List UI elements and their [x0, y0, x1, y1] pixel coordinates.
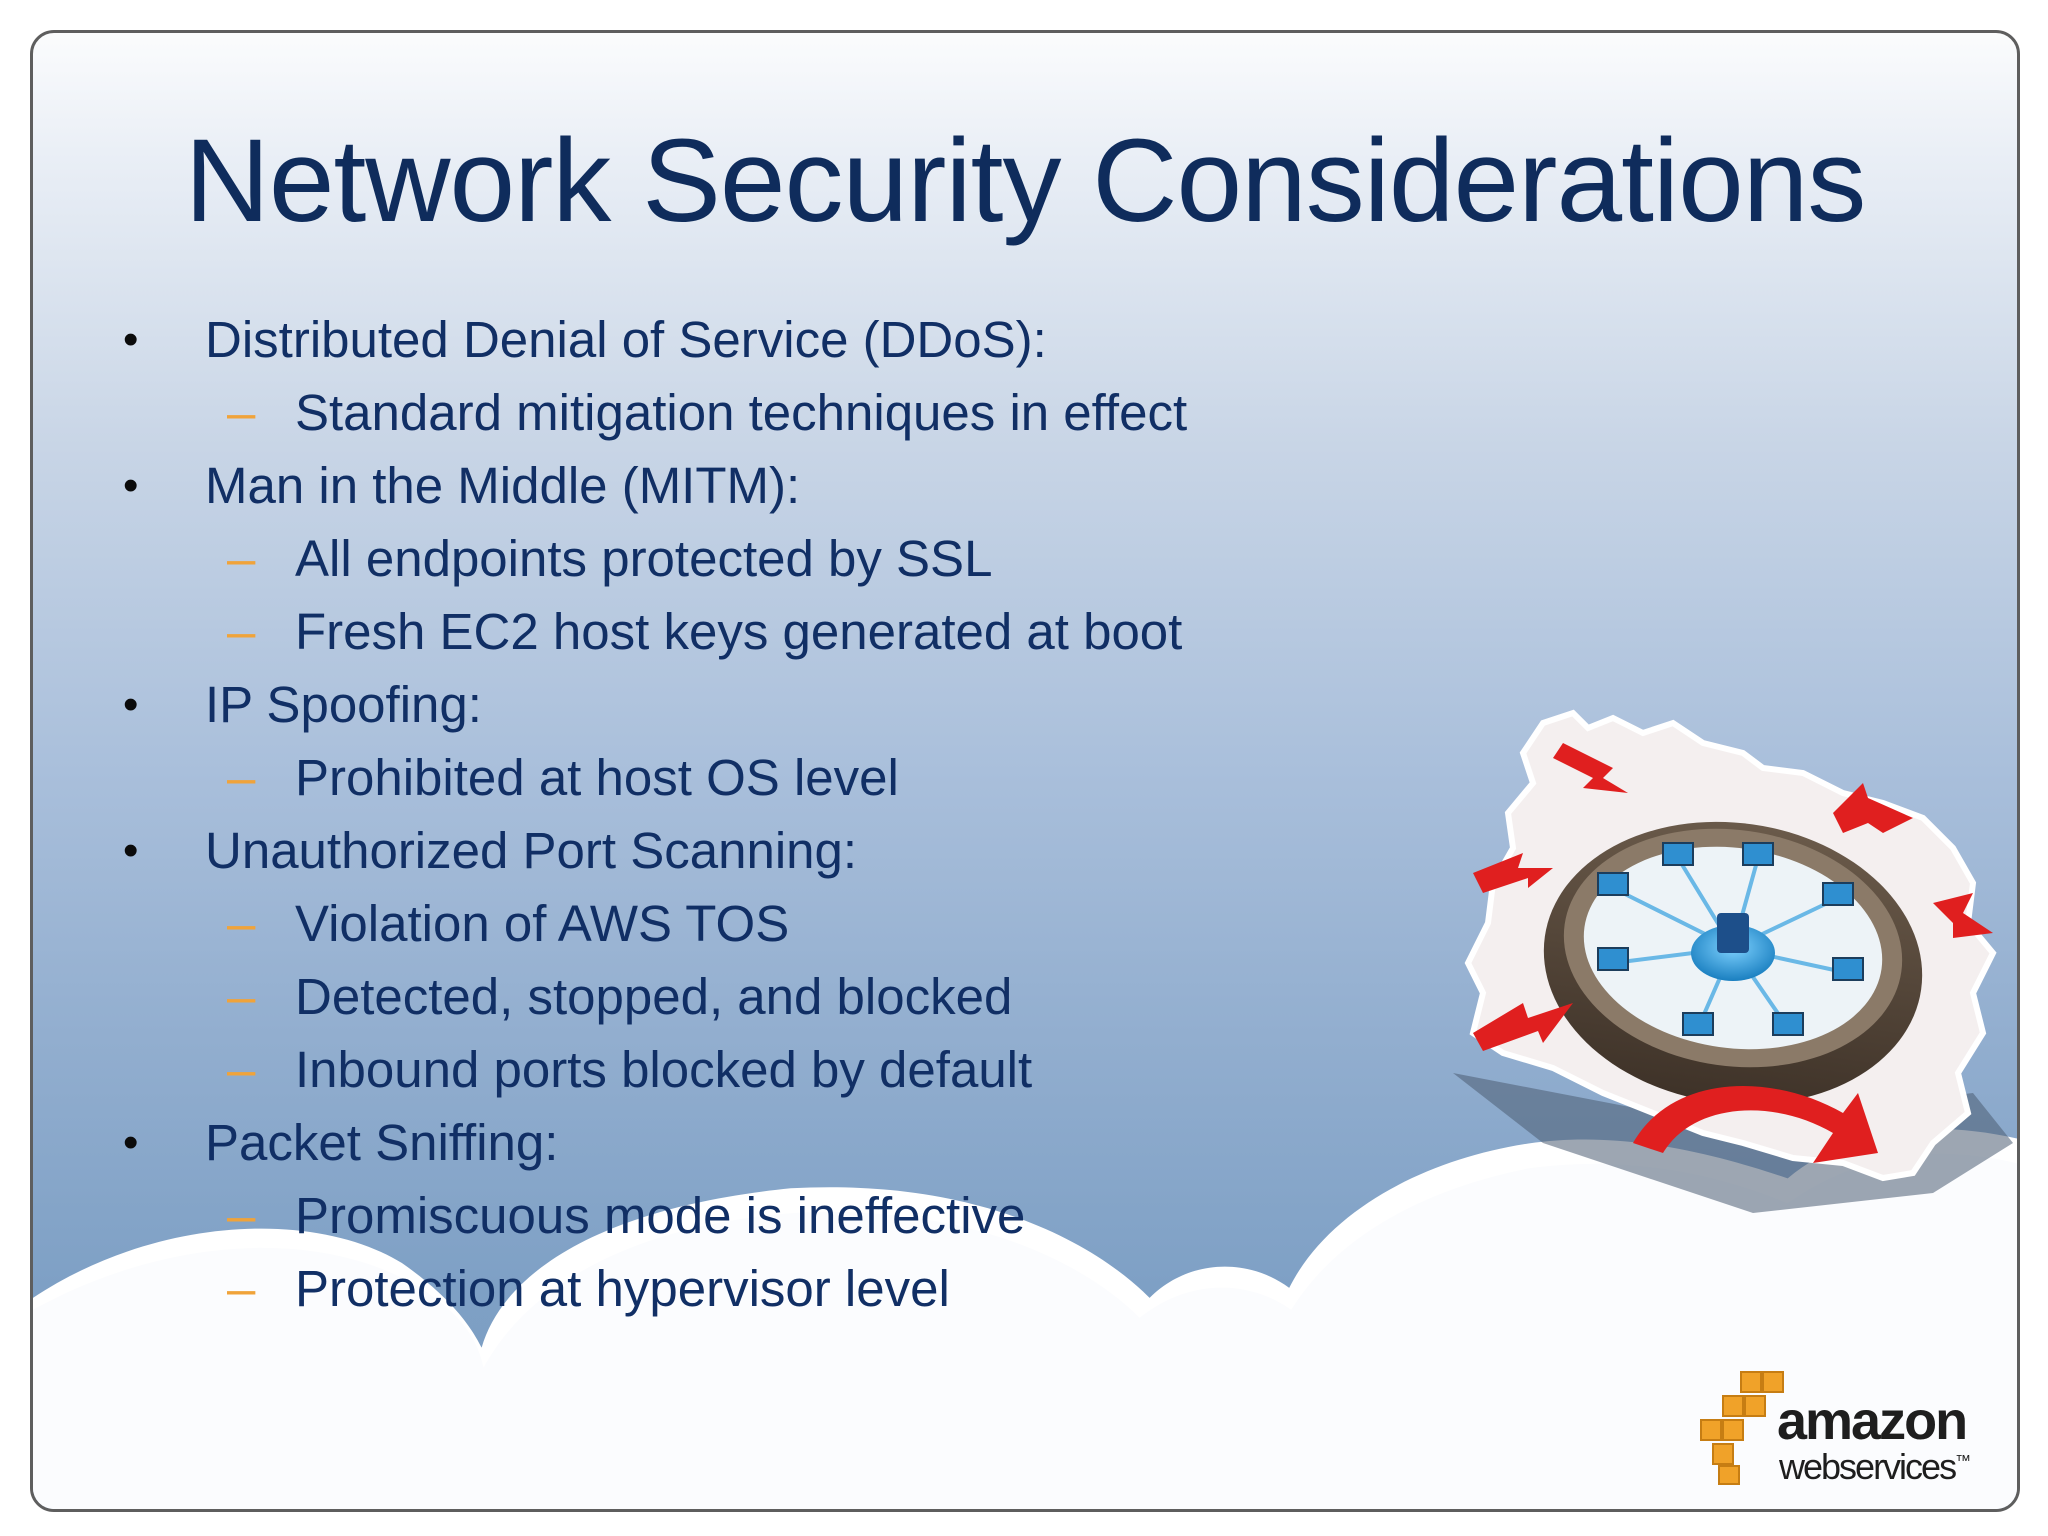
- bullet-text: Unauthorized Port Scanning:: [205, 822, 858, 879]
- bullet-text: IP Spoofing:: [205, 676, 482, 733]
- dash-marker: –: [227, 384, 256, 441]
- list-item: • Man in the Middle (MITM):: [93, 449, 1393, 522]
- sub-bullet-text: Inbound ports blocked by default: [295, 1041, 1033, 1098]
- page-title: Network Security Considerations: [184, 115, 1867, 247]
- list-item: • IP Spoofing:: [93, 668, 1393, 741]
- sub-bullet-text: Protection at hypervisor level: [295, 1260, 950, 1317]
- bullet-text: Distributed Denial of Service (DDoS):: [205, 311, 1047, 368]
- dash-marker: –: [227, 1260, 256, 1317]
- sub-list-item: – Promiscuous mode is ineffective: [93, 1179, 1393, 1252]
- cloud-background: [33, 1128, 2017, 1509]
- sub-bullet-text: Detected, stopped, and blocked: [295, 968, 1013, 1025]
- dash-marker: –: [227, 1187, 256, 1244]
- sub-list-item: – Prohibited at host OS level: [93, 741, 1393, 814]
- bullet-marker: •: [123, 826, 139, 875]
- sub-bullet-text: Standard mitigation techniques in effect: [295, 384, 1188, 441]
- aws-logo: amazon webservices™: [1693, 1368, 2013, 1508]
- sub-list-item: – Detected, stopped, and blocked: [93, 960, 1393, 1033]
- slide: Network Security Considerations • Distri…: [30, 30, 2020, 1512]
- firewall-network-illustration: [1453, 709, 2013, 1213]
- list-item: • Distributed Denial of Service (DDoS):: [93, 303, 1393, 376]
- dash-marker: –: [227, 749, 256, 806]
- sub-bullet-text: Promiscuous mode is ineffective: [295, 1187, 1026, 1244]
- sub-list-item: – Inbound ports blocked by default: [93, 1033, 1393, 1106]
- sub-list-item: – Fresh EC2 host keys generated at boot: [93, 595, 1393, 668]
- sub-list-item: – Protection at hypervisor level: [93, 1252, 1393, 1325]
- bullet-text: Packet Sniffing:: [205, 1114, 559, 1171]
- sub-list-item: – All endpoints protected by SSL: [93, 522, 1393, 595]
- sub-bullet-text: Fresh EC2 host keys generated at boot: [295, 603, 1183, 660]
- sub-list-item: – Standard mitigation techniques in effe…: [93, 376, 1393, 449]
- dash-marker: –: [227, 603, 256, 660]
- logo-subtext: webservices™: [1779, 1446, 1971, 1487]
- bullet-marker: •: [123, 680, 139, 729]
- sub-bullet-text: All endpoints protected by SSL: [295, 530, 993, 587]
- sub-list-item: – Violation of AWS TOS: [93, 887, 1393, 960]
- bullet-marker: •: [123, 315, 139, 364]
- aws-cubes-icon: [1700, 1371, 1784, 1485]
- logo-wordmark: amazon: [1777, 1391, 1968, 1451]
- bullet-marker: •: [123, 1118, 139, 1167]
- list-item: • Packet Sniffing:: [93, 1106, 1393, 1179]
- dash-marker: –: [227, 895, 256, 952]
- dash-marker: –: [227, 1041, 256, 1098]
- sub-bullet-text: Prohibited at host OS level: [295, 749, 899, 806]
- bullet-list: • Distributed Denial of Service (DDoS): …: [93, 303, 1393, 1325]
- bullet-marker: •: [123, 461, 139, 510]
- sub-bullet-text: Violation of AWS TOS: [295, 895, 790, 952]
- dash-marker: –: [227, 530, 256, 587]
- bullet-text: Man in the Middle (MITM):: [205, 457, 801, 514]
- dash-marker: –: [227, 968, 256, 1025]
- list-item: • Unauthorized Port Scanning:: [93, 814, 1393, 887]
